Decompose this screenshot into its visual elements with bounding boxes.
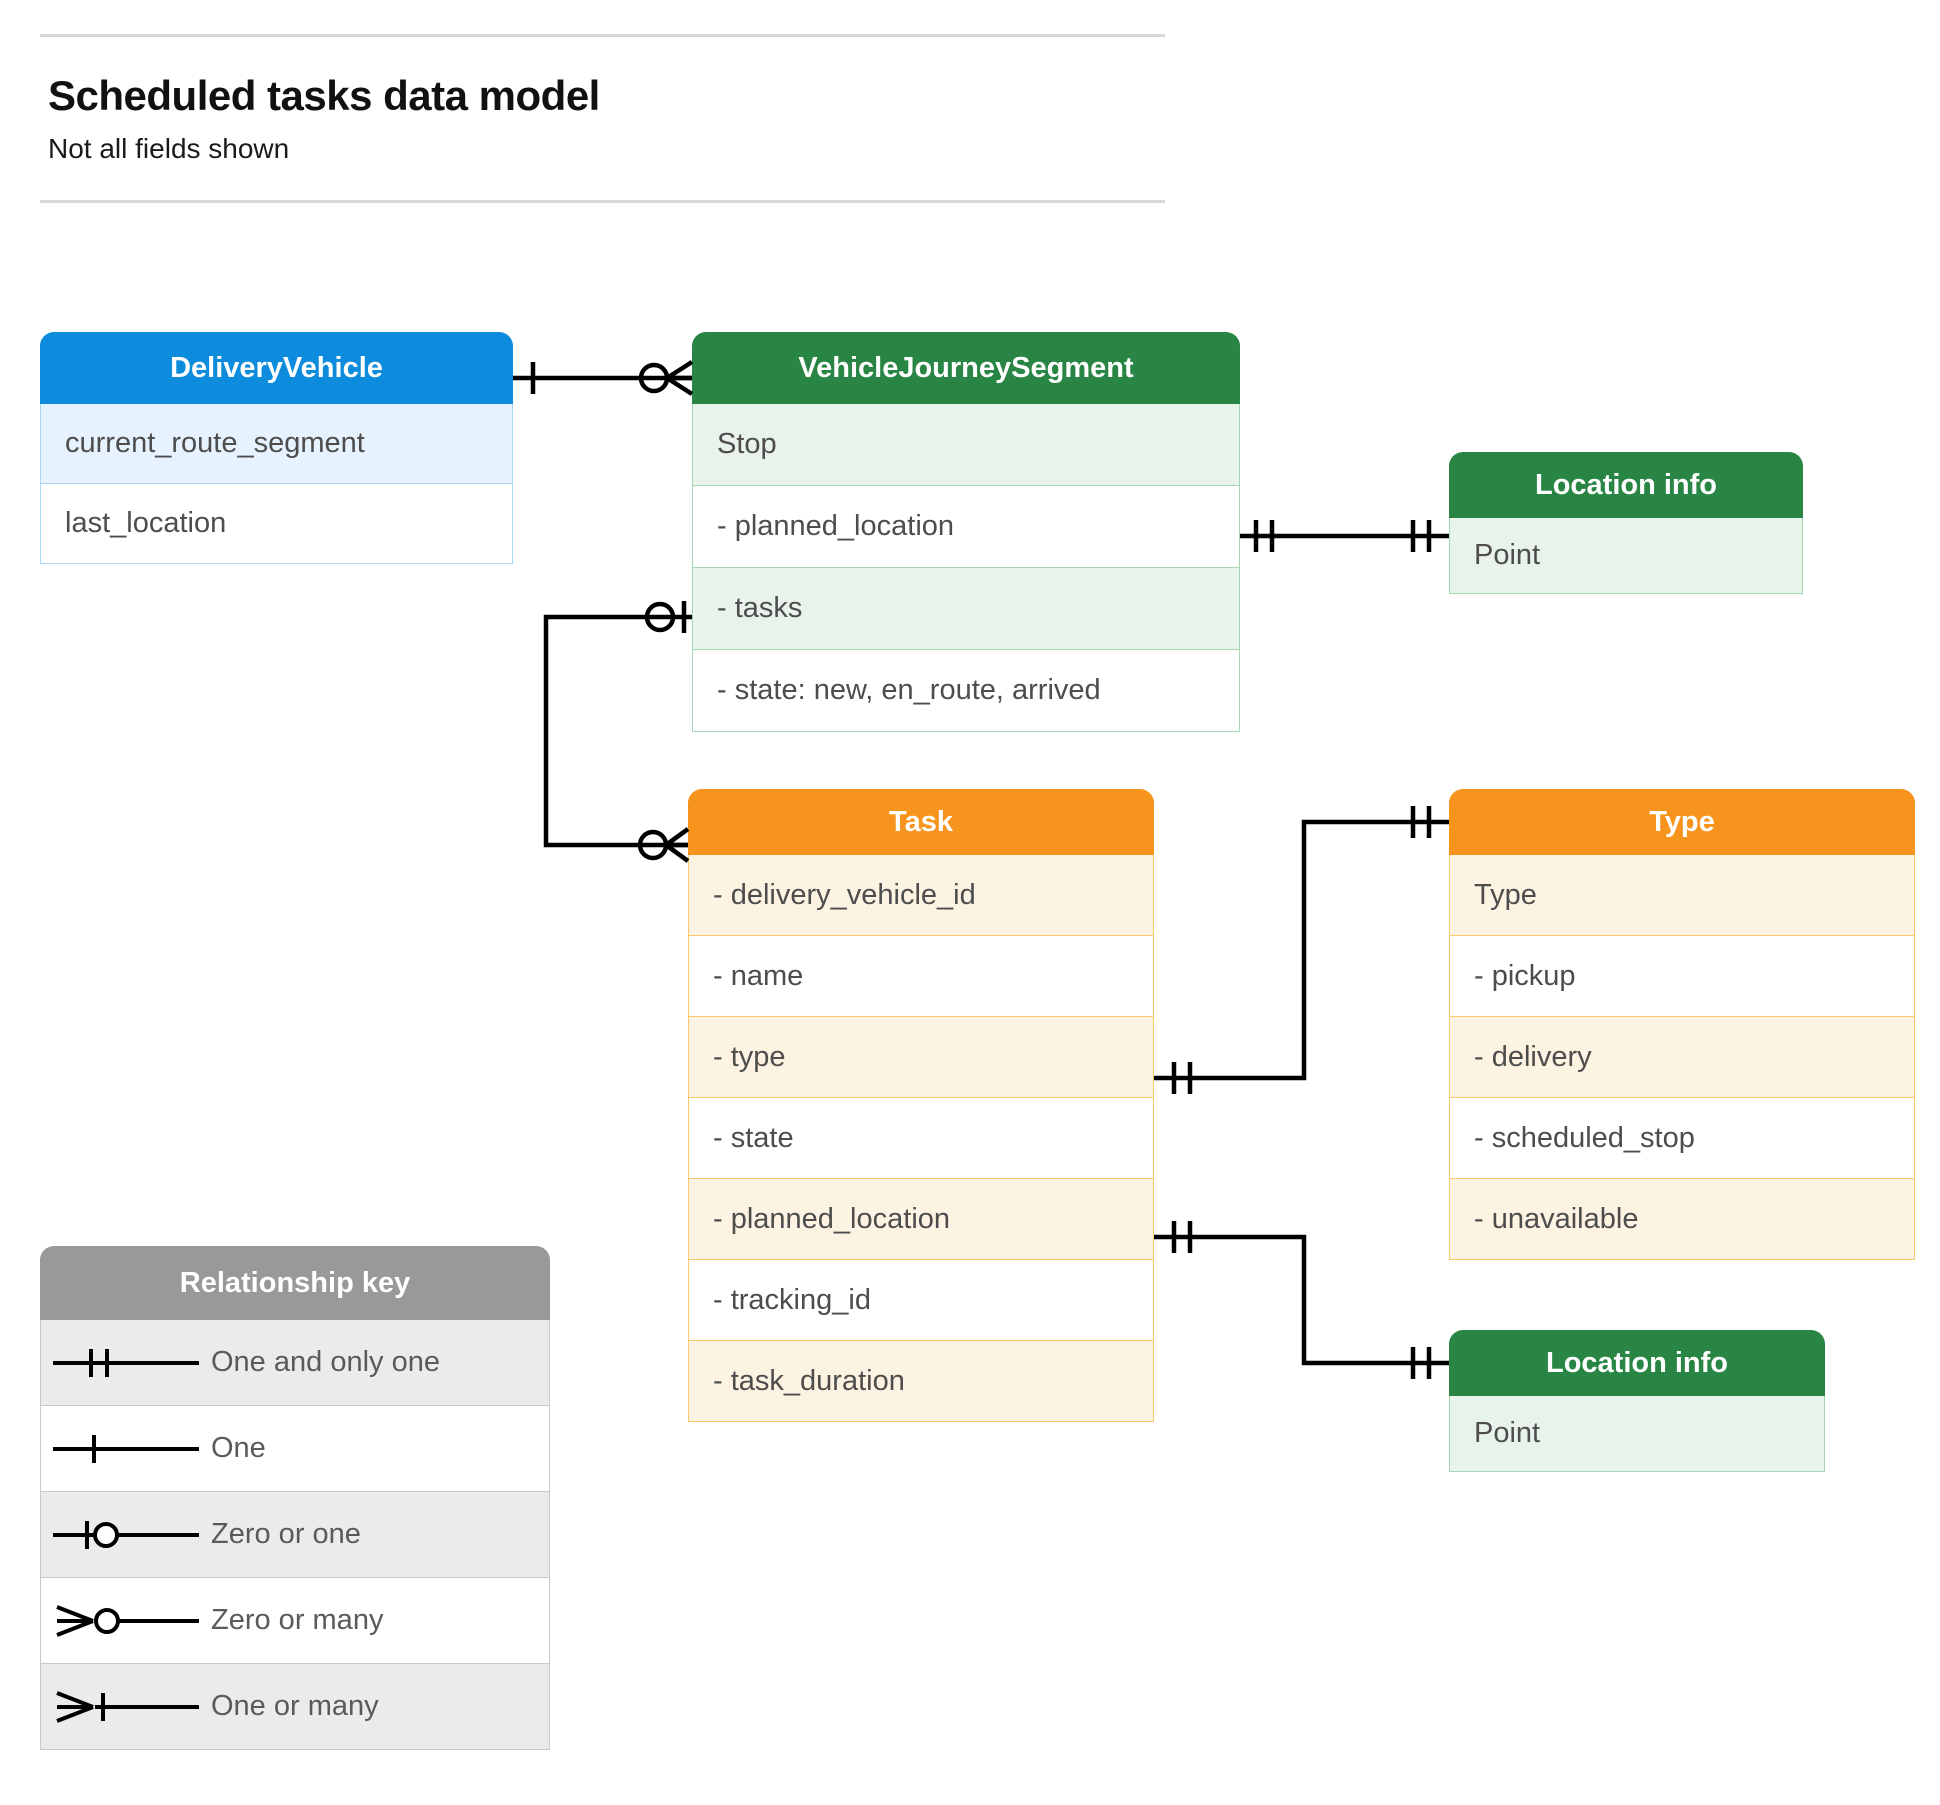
entity-header-vehicle-journey-segment: VehicleJourneySegment	[692, 332, 1240, 404]
legend-item-label: One and only one	[211, 1346, 440, 1378]
entity-task[interactable]: Task - delivery_vehicle_id - name - type…	[688, 789, 1154, 1422]
field-row: - planned_location	[692, 486, 1240, 568]
field-row: - tasks	[692, 568, 1240, 650]
entity-vehicle-journey-segment[interactable]: VehicleJourneySegment Stop - planned_loc…	[692, 332, 1240, 732]
field-row: Stop	[692, 404, 1240, 486]
field-row: - planned_location	[688, 1179, 1154, 1260]
entity-delivery-vehicle[interactable]: DeliveryVehicle current_route_segment la…	[40, 332, 513, 564]
field-label: Stop	[717, 428, 777, 460]
zero-or-one-icon	[41, 1515, 211, 1555]
zero-or-many-icon	[41, 1601, 211, 1641]
legend-header: Relationship key	[40, 1246, 550, 1320]
field-label: - state	[713, 1121, 794, 1154]
connector-journey-planned-location-to-location-info	[1240, 520, 1449, 552]
field-row: Point	[1449, 1396, 1825, 1472]
field-label: - tracking_id	[713, 1283, 871, 1316]
field-label: - name	[713, 959, 804, 992]
field-label: - planned_location	[717, 510, 955, 542]
field-row: Type	[1449, 855, 1915, 936]
field-row: - scheduled_stop	[1449, 1098, 1915, 1179]
connector-task-type-to-type	[1154, 806, 1449, 1094]
legend-item-label: One or many	[211, 1690, 379, 1722]
legend-item-label: One	[211, 1432, 266, 1464]
one-icon	[41, 1429, 211, 1469]
entity-header-delivery-vehicle: DeliveryVehicle	[40, 332, 513, 404]
field-row: last_location	[40, 484, 513, 564]
page-title: Scheduled tasks data model	[48, 72, 600, 119]
field-label: - state: new, en_route, arrived	[717, 674, 1101, 706]
legend-item: Zero or one	[40, 1492, 550, 1578]
legend-item-label: Zero or many	[211, 1604, 384, 1636]
field-label: - pickup	[1474, 959, 1576, 992]
field-label: - planned_location	[713, 1202, 951, 1235]
entity-header-type: Type	[1449, 789, 1915, 855]
field-row: - unavailable	[1449, 1179, 1915, 1260]
field-row: current_route_segment	[40, 404, 513, 484]
header-rule-top	[40, 34, 1165, 37]
field-row: - tracking_id	[688, 1260, 1154, 1341]
legend-item: One or many	[40, 1664, 550, 1750]
field-row: - task_duration	[688, 1341, 1154, 1422]
field-label: current_route_segment	[65, 427, 365, 459]
entity-header-location-info-bottom: Location info	[1449, 1330, 1825, 1396]
field-label: last_location	[65, 507, 227, 539]
one-or-many-icon	[41, 1687, 211, 1727]
field-label: - tasks	[717, 592, 803, 624]
field-label: - task_duration	[713, 1364, 905, 1397]
legend-item: One	[40, 1406, 550, 1492]
legend-item-label: Zero or one	[211, 1518, 361, 1550]
field-row: - name	[688, 936, 1154, 1017]
field-label: - scheduled_stop	[1474, 1121, 1695, 1154]
field-row: - delivery	[1449, 1017, 1915, 1098]
field-row: Point	[1449, 518, 1803, 594]
field-row: - state	[688, 1098, 1154, 1179]
field-label: Type	[1474, 878, 1537, 911]
legend-item: One and only one	[40, 1320, 550, 1406]
field-label: - type	[713, 1040, 786, 1073]
field-row: - delivery_vehicle_id	[688, 855, 1154, 936]
field-label: - delivery	[1474, 1040, 1592, 1073]
connector-journey-tasks-to-task	[543, 601, 692, 863]
entity-type[interactable]: Type Type - pickup - delivery - schedule…	[1449, 789, 1915, 1260]
field-label: - unavailable	[1474, 1202, 1639, 1235]
field-row: - type	[688, 1017, 1154, 1098]
legend-item: Zero or many	[40, 1578, 550, 1664]
field-label: - delivery_vehicle_id	[713, 878, 976, 911]
field-label: Point	[1474, 1417, 1541, 1449]
entity-location-info-top[interactable]: Location info Point	[1449, 452, 1803, 594]
legend-relationship-key: Relationship key One and only one One	[40, 1246, 550, 1750]
field-label: Point	[1474, 539, 1541, 571]
entity-header-location-info-top: Location info	[1449, 452, 1803, 518]
field-row: - state: new, en_route, arrived	[692, 650, 1240, 732]
one-and-only-one-icon	[41, 1343, 211, 1383]
entity-location-info-bottom[interactable]: Location info Point	[1449, 1330, 1825, 1472]
entity-header-task: Task	[688, 789, 1154, 855]
header-rule-bottom	[40, 200, 1165, 203]
field-row: - pickup	[1449, 936, 1915, 1017]
connector-task-planned-location-to-location-info	[1154, 1221, 1449, 1379]
connector-delivery-vehicle-to-journey-segment	[513, 360, 694, 396]
page-subtitle: Not all fields shown	[48, 133, 290, 164]
